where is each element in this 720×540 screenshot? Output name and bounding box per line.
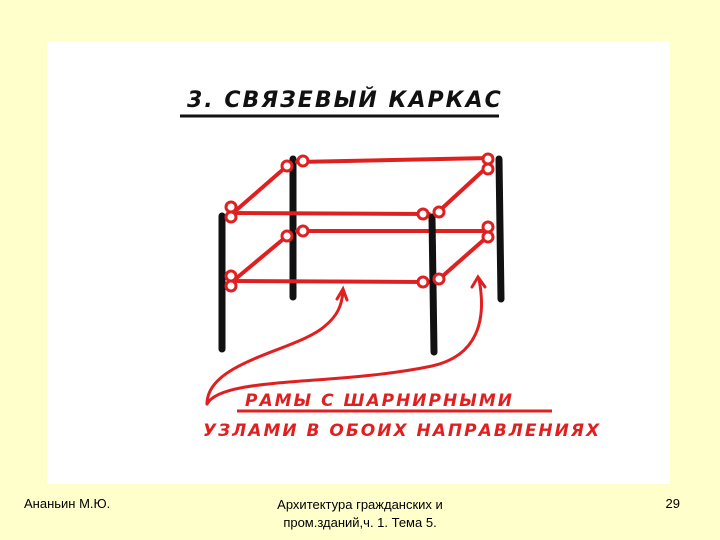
column-front-right: [428, 213, 438, 356]
frame-sketch: 3. СВЯЗЕВЫЙ КАРКАС: [180, 87, 601, 441]
top-level-beams: [231, 156, 491, 216]
page-number: 29: [665, 496, 680, 511]
middle-level-beams: [231, 229, 491, 284]
column-back-right: [495, 155, 505, 303]
caption-line-1: РАМЫ С ШАРНИРНЫМИ: [245, 391, 514, 411]
slide-title: 3. СВЯЗЕВЫЙ КАРКАС: [187, 87, 503, 113]
footer-course: Архитектура гражданских и пром.зданий,ч.…: [240, 496, 480, 532]
hinge-nodes: [224, 152, 495, 293]
slide-panel: 3. СВЯЗЕВЫЙ КАРКАС: [47, 41, 670, 484]
footer-course-line-1: Архитектура гражданских и: [277, 497, 443, 512]
caption-line-2: УЗЛАМИ В ОБОИХ НАПРАВЛЕНИЯХ: [203, 421, 601, 441]
footer-course-line-2: пром.зданий,ч. 1. Тема 5.: [283, 515, 437, 530]
pointer-arrows: [205, 274, 487, 406]
footer-author: Ананьин М.Ю.: [24, 496, 111, 511]
